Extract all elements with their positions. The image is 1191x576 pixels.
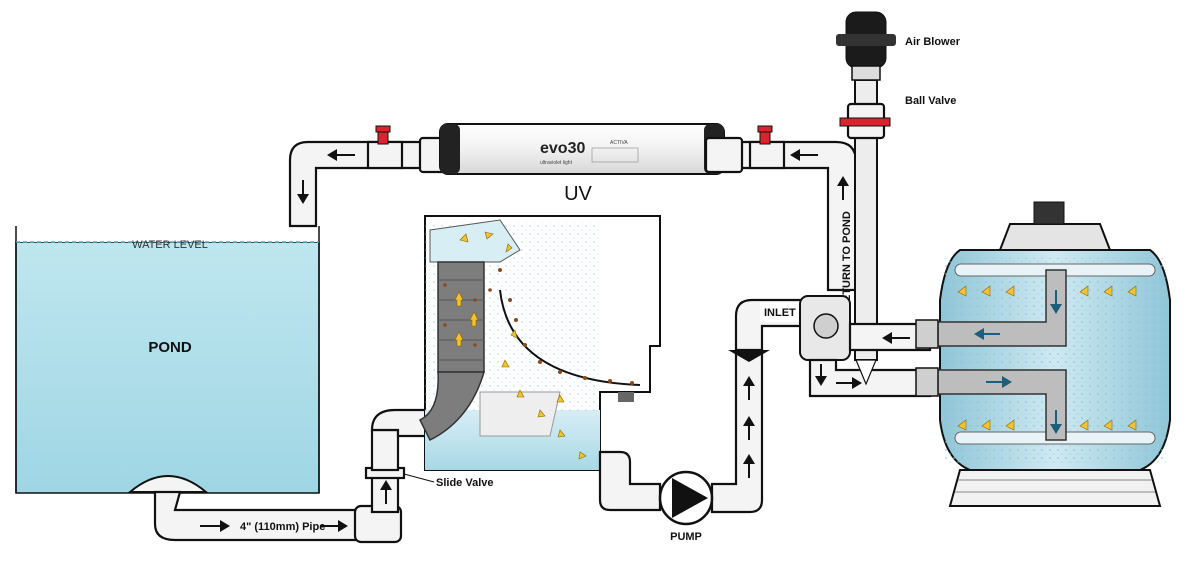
sand-filter	[915, 201, 1171, 507]
inlet-label: INLET	[764, 307, 796, 319]
air-blower-assembly: Air Blower Ball Valve	[836, 11, 961, 361]
uv-brand-sub: ultraviolet light	[540, 160, 573, 166]
flow-arrow	[454, 231, 587, 460]
top-return-pipe	[288, 125, 458, 228]
multiport-valve	[799, 295, 932, 398]
air-blower-label: Air Blower	[905, 36, 961, 48]
pump-line: PUMP INLET	[598, 298, 823, 543]
flow-arrow	[297, 149, 355, 204]
uv-brand: evo30	[540, 140, 585, 157]
pond-label: POND	[148, 339, 192, 356]
slide-valve-label: Slide Valve	[436, 477, 493, 489]
uv-unit: evo30 ultraviolet light ACTIVA UV	[439, 123, 725, 205]
flow-arrow	[200, 480, 392, 532]
uv-maker: ACTIVA	[610, 140, 628, 146]
pipe-label: 4" (110mm) Pipe	[240, 521, 325, 533]
pump-label: PUMP	[670, 531, 702, 543]
return-to-pond-label: RETURN TO POND	[841, 211, 853, 310]
flow-arrow	[815, 332, 910, 389]
uv-label: UV	[564, 183, 592, 205]
pond: WATER LEVEL POND	[15, 226, 320, 494]
flow-arrow	[957, 285, 1137, 431]
bottom-drain	[127, 475, 209, 493]
settlement-chamber	[418, 215, 661, 471]
pump-triangle-icon	[672, 478, 708, 518]
flow-arrow	[974, 290, 1062, 434]
water-level-label: WATER LEVEL	[132, 239, 208, 251]
flow-arrow	[743, 376, 755, 478]
ball-valve-label: Ball Valve	[905, 95, 956, 107]
bottom-pipe-run: 4" (110mm) Pipe Slide Valve	[153, 408, 493, 544]
